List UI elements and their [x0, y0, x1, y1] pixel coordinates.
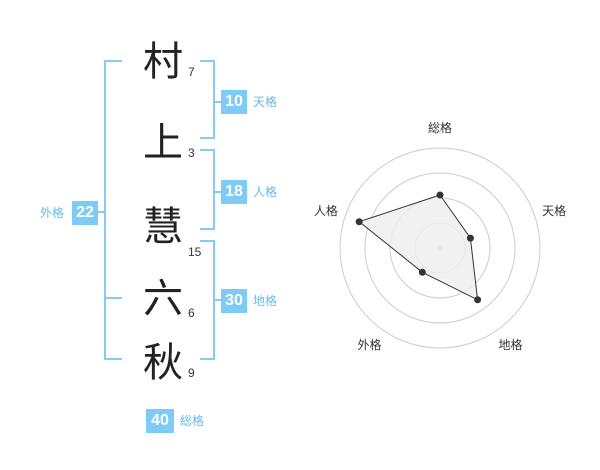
jinkaku-bracket	[200, 149, 215, 230]
chikaku-label: 地格	[253, 294, 278, 308]
radar-point	[436, 191, 444, 199]
jinkaku-connector	[215, 191, 221, 193]
chikaku-badge: 30	[221, 289, 247, 313]
name-char-3: 慧	[143, 204, 183, 250]
chikaku-connector	[215, 299, 221, 301]
stroke-count-4: 6	[188, 306, 195, 320]
radar-point	[355, 218, 363, 226]
radar-axis-label: 天格	[542, 203, 566, 218]
radar-axis-label: 人格	[314, 203, 338, 218]
tenkaku-connector	[215, 101, 221, 103]
radar-axis-label: 総格	[428, 120, 452, 135]
soukaku-label: 総格	[180, 414, 205, 428]
radar-axis-label: 地格	[499, 337, 523, 352]
name-char-2: 上	[143, 120, 183, 166]
gaikaku-bracket-connector	[98, 211, 104, 213]
jinkaku-label: 人格	[253, 185, 278, 199]
gaikaku-bracket-inner-tick	[104, 297, 122, 299]
stroke-count-5: 9	[188, 366, 195, 380]
gaikaku-label: 外格	[40, 206, 65, 220]
radar-point	[466, 234, 474, 242]
radar-ring	[339, 147, 541, 349]
tenkaku-label: 天格	[253, 95, 278, 109]
chikaku-bracket	[200, 240, 215, 360]
name-char-4: 六	[143, 276, 183, 322]
tenkaku-badge: 10	[221, 90, 247, 114]
tenkaku-bracket	[200, 60, 215, 139]
stroke-count-1: 7	[188, 65, 195, 79]
radar-polygon	[358, 194, 479, 301]
radar-ring	[364, 172, 516, 324]
radar-grid	[339, 147, 541, 349]
gaikaku-badge: 22	[72, 201, 98, 225]
name-char-1: 村	[143, 39, 183, 85]
soukaku-badge: 40	[146, 409, 174, 433]
jinkaku-badge: 18	[221, 180, 247, 204]
radar-points	[355, 191, 482, 304]
gaikaku-bracket	[104, 60, 122, 360]
stroke-count-3: 15	[188, 245, 202, 259]
radar-point	[474, 296, 482, 304]
name-char-5: 秋	[143, 340, 183, 386]
stroke-count-2: 3	[188, 146, 195, 160]
radar-axis-label: 外格	[357, 337, 381, 352]
radar-point	[418, 268, 426, 276]
